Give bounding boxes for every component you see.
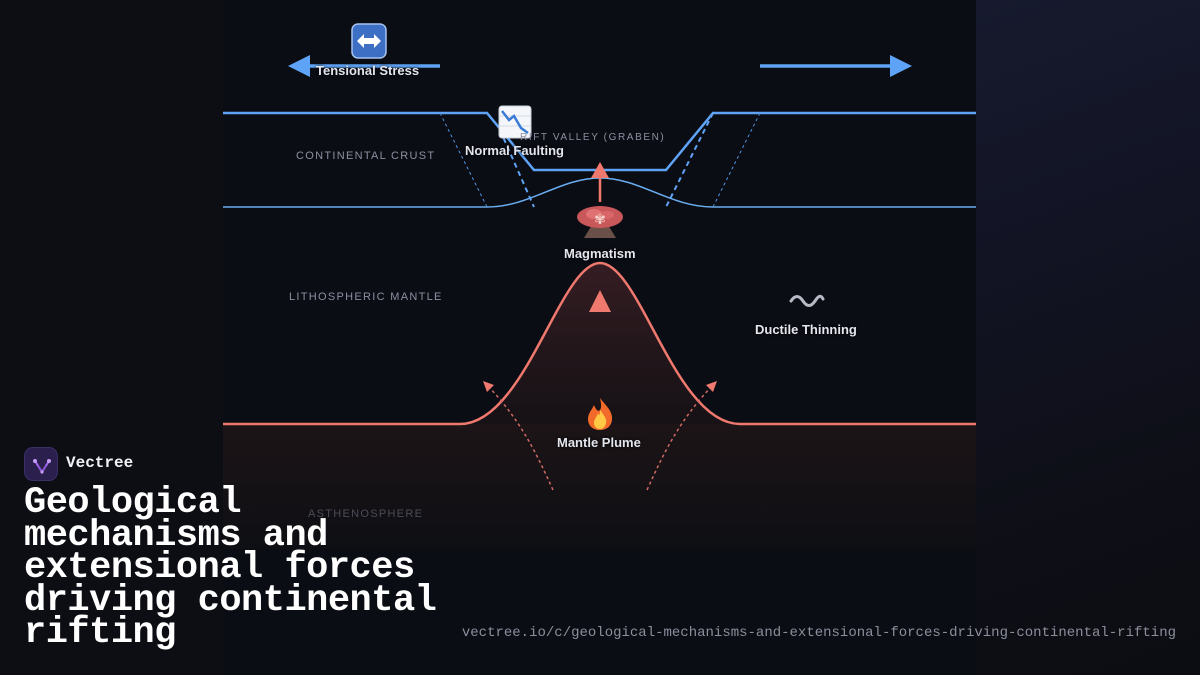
fault-line-left-outer	[439, 112, 488, 208]
rift-valley-label: RIFT VALLEY (GRABEN)	[520, 132, 666, 143]
fault-line-right-outer	[712, 112, 761, 208]
stress-arrow-left	[288, 55, 440, 77]
background-right-panel	[976, 0, 1200, 675]
asthenosphere-label: ASTHENOSPHERE	[308, 508, 424, 520]
volcano-icon: ✾	[577, 206, 623, 238]
chart-decreasing-icon	[498, 105, 532, 139]
magmatism-label: Magmatism	[564, 246, 636, 261]
svg-text:✾: ✾	[594, 212, 606, 228]
brand-name: Vectree	[66, 454, 134, 472]
fire-icon	[588, 398, 613, 430]
page-title: Geological mechanisms and extensional fo…	[24, 482, 437, 654]
ductile-thinning-label: Ductile Thinning	[755, 322, 857, 337]
plume-flow-arrow-right	[646, 381, 717, 491]
tensional-stress-label: Tensional Stress	[316, 63, 420, 78]
lithospheric-mantle-label: LITHOSPHERIC MANTLE	[289, 291, 443, 303]
vectree-logo-icon	[24, 447, 58, 481]
continental-crust-label: CONTINENTAL CRUST	[296, 150, 436, 162]
stress-arrow-right	[760, 55, 912, 77]
normal-faulting-label: Normal Faulting	[465, 143, 564, 158]
left-right-arrow-icon	[351, 23, 387, 59]
mantle-plume-label: Mantle Plume	[557, 435, 641, 450]
page-url[interactable]: vectree.io/c/geological-mechanisms-and-e…	[461, 625, 1176, 641]
lithosphere-asthenosphere-boundary	[223, 261, 976, 426]
wavy-dash-icon	[789, 294, 825, 307]
plume-flow-arrow-left	[483, 381, 554, 491]
magma-ascent-arrow	[591, 162, 609, 202]
